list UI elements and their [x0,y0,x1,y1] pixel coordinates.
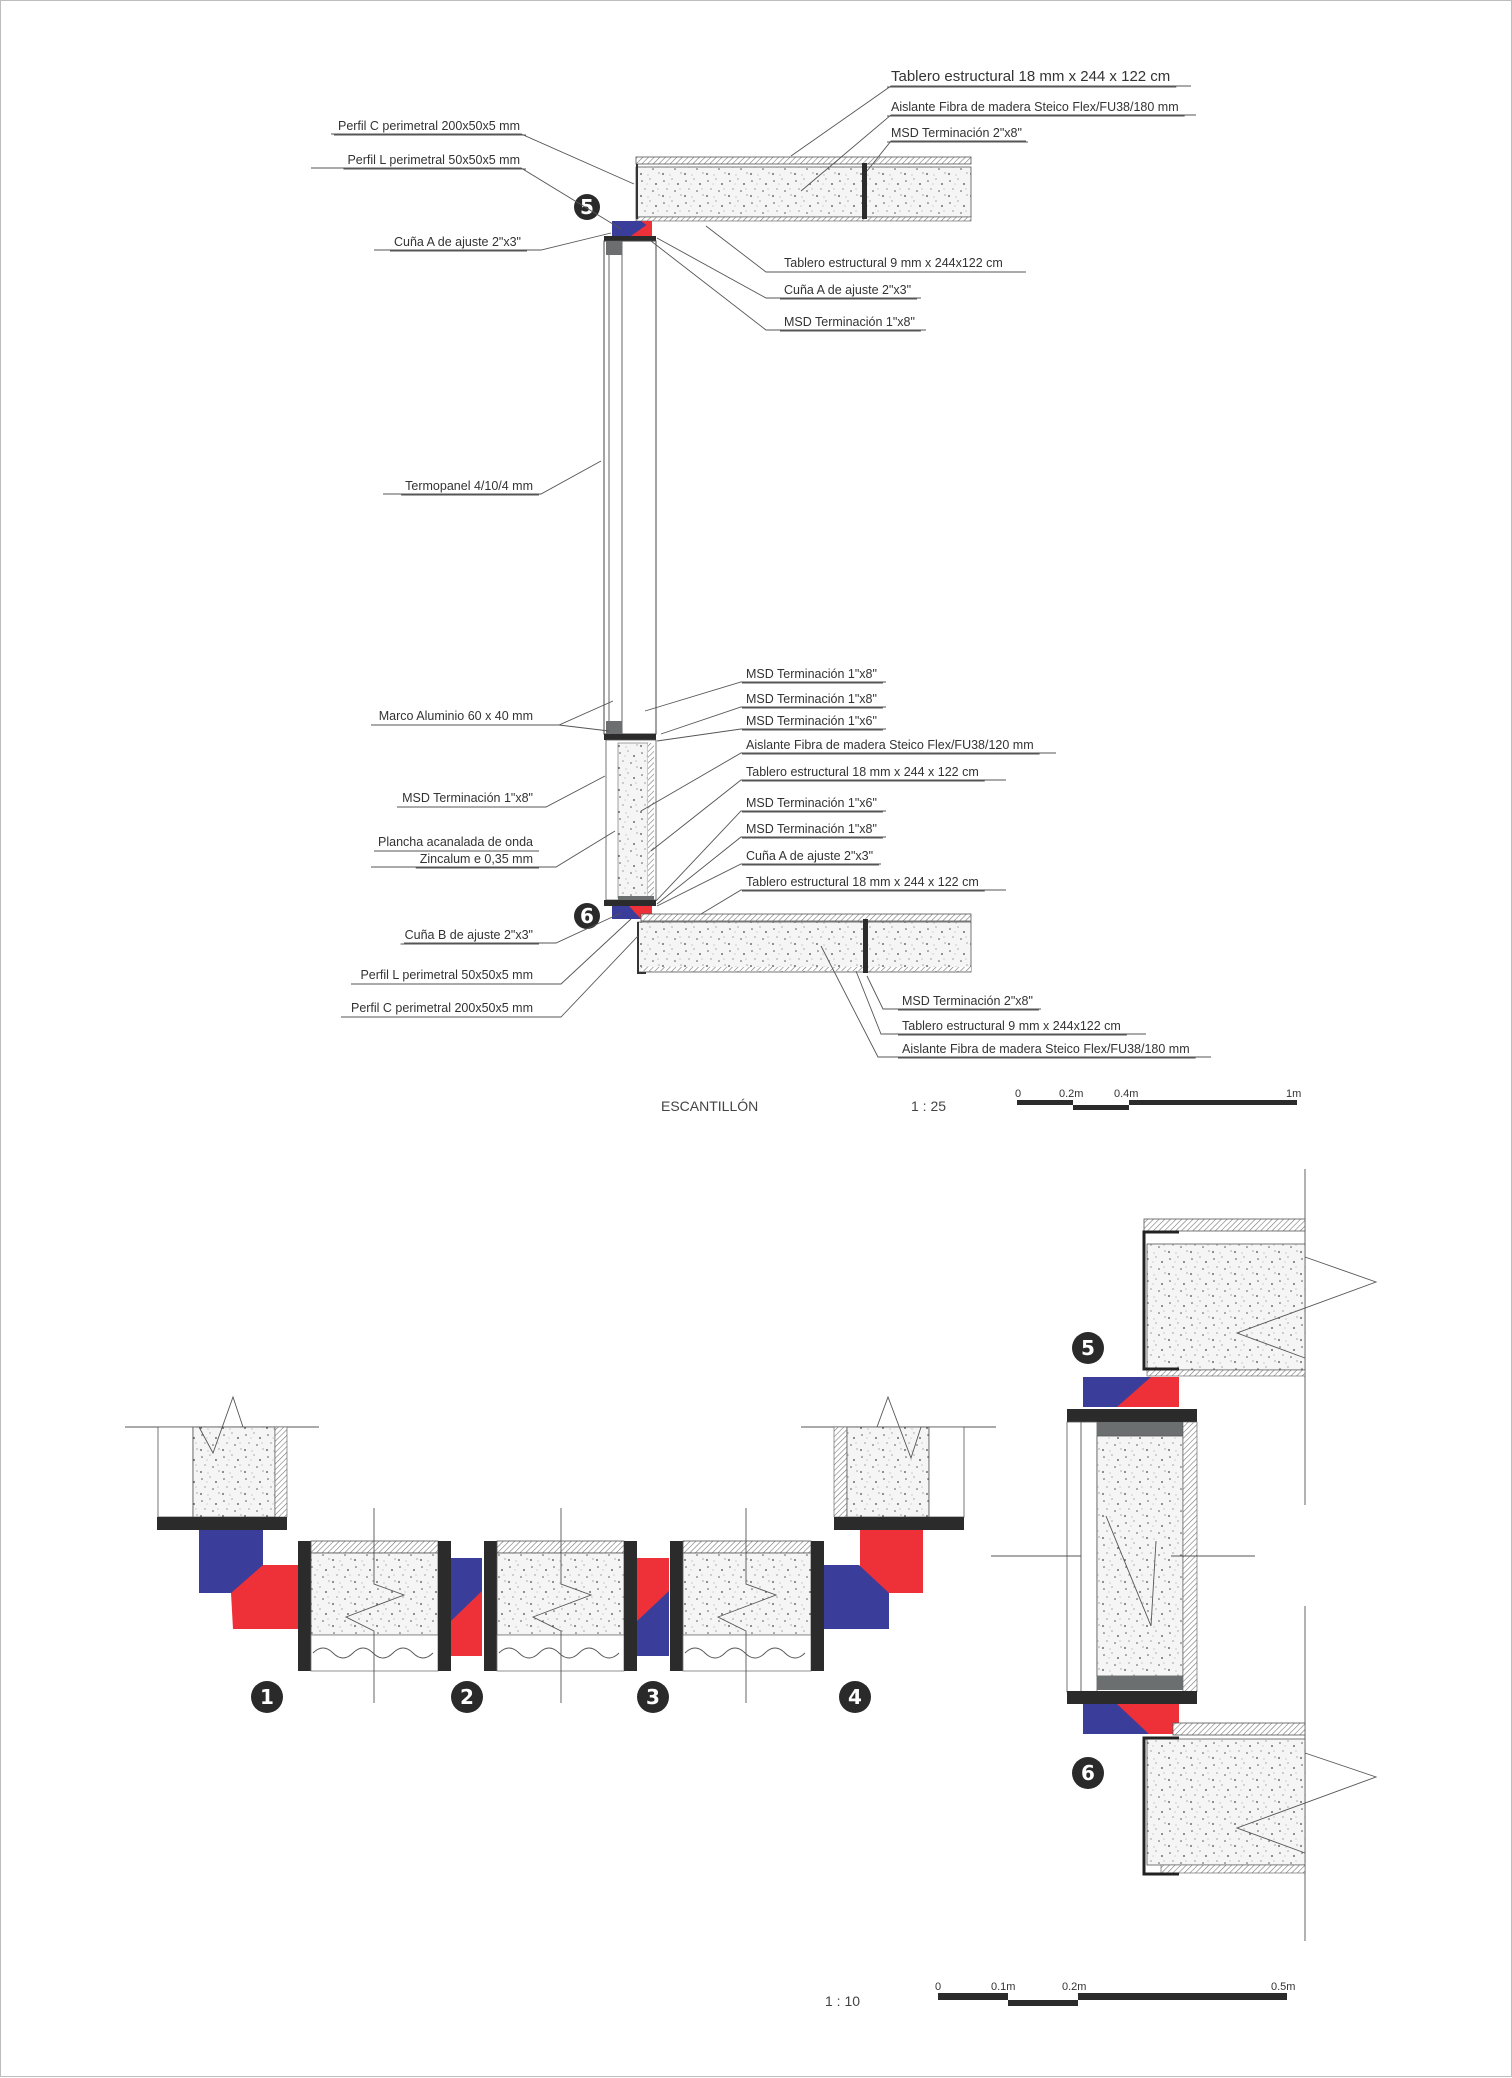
section-scale-bar: 0 0.2m 0.4m 1m [1015,1088,1301,1110]
plan-right-wall [801,1395,996,1629]
leaders-bottom-right [820,945,1211,1058]
vd-wall [991,1421,1255,1704]
window-frame [603,240,657,740]
label-plancha-2: Zincalum e 0,35 mm [420,852,533,866]
leaders-left [311,133,639,1018]
dscale-tick-1: 0.1m [991,1981,1015,1993]
svg-text:5: 5 [580,195,594,219]
section-drawing: 5 6 [311,68,1301,1114]
leaders-lower-mid [640,681,1056,915]
badge-1: 1 [251,1681,283,1713]
badge-6-section: 6 [574,903,600,929]
label-perfil-l-top: Perfil L perimetral 50x50x5 mm [347,153,520,167]
dscale-tick-2: 0.2m [1062,1981,1086,1993]
label-lm-4: Tablero estructural 18 mm x 244 x 122 cm [746,765,979,779]
label-tablero-9-top: Tablero estructural 9 mm x 244x122 cm [784,256,1003,270]
scale-tick-3: 1m [1286,1088,1301,1100]
scale-tick-1: 0.2m [1059,1088,1083,1100]
plan-joint-3 [637,1541,683,1671]
label-br-1: Tablero estructural 9 mm x 244x122 cm [902,1019,1121,1033]
label-perfil-c-bottom: Perfil C perimetral 200x50x5 mm [351,1001,533,1015]
badge-4: 4 [839,1681,871,1713]
label-lm-0: MSD Terminación 1"x8" [746,667,877,681]
vd-lower-slab [1142,1722,1378,1876]
dscale-tick-3: 0.5m [1271,1981,1295,1993]
section-labels-top-right: Tablero estructural 18 mm x 244 x 122 cm… [780,68,1185,332]
section-title: ESCANTILLÓN [661,1098,758,1114]
svg-text:6: 6 [1081,1761,1095,1785]
scale-tick-2: 0.4m [1114,1088,1138,1100]
plan-left-wall [125,1395,319,1671]
svg-text:6: 6 [580,904,594,928]
vd-wedge-6 [1083,1704,1179,1734]
label-msd-1x8-top: MSD Terminación 1"x8" [784,315,915,329]
vd-upper-slab [1142,1218,1378,1377]
label-plancha-1: Plancha acanalada de onda [378,835,533,849]
details-scale-bar: 0 0.1m 0.2m 0.5m [935,1981,1295,2006]
label-tablero-18-top: Tablero estructural 18 mm x 244 x 122 cm [891,68,1170,85]
label-perfil-l-bottom: Perfil L perimetral 50x50x5 mm [360,968,533,982]
section-labels-left: Perfil C perimetral 200x50x5 mm Perfil L… [333,119,540,1018]
label-msd-2x8-top: MSD Terminación 2"x8" [891,126,1022,140]
section-scale: 1 : 25 [911,1098,946,1114]
section-labels-lower-mid: MSD Terminación 1"x8" MSD Terminación 1"… [742,667,1040,892]
badge-2: 2 [451,1681,483,1713]
section-labels-bottom-right: MSD Terminación 2"x8" Tablero estructura… [898,994,1196,1059]
label-msd-left: MSD Terminación 1"x8" [402,791,533,805]
svg-text:5: 5 [1081,1336,1095,1360]
vd-wedge-5 [1067,1377,1197,1422]
label-lm-5: MSD Terminación 1"x6" [746,796,877,810]
label-lm-7: Cuña A de ajuste 2"x3" [746,849,873,863]
label-lm-3: Aislante Fibra de madera Steico Flex/FU3… [746,738,1034,752]
vertical-detail: 5 6 [991,1169,1378,1941]
dscale-tick-0: 0 [935,1981,941,1993]
label-aislante-180-top: Aislante Fibra de madera Steico Flex/FU3… [891,100,1179,114]
label-lm-2: MSD Terminación 1"x6" [746,714,877,728]
label-lm-8: Tablero estructural 18 mm x 244 x 122 cm [746,875,979,889]
label-lm-1: MSD Terminación 1"x8" [746,692,877,706]
badge-5-section: 5 [574,194,600,220]
label-perfil-c-top: Perfil C perimetral 200x50x5 mm [338,119,520,133]
plan-panel-a [310,1508,451,1703]
badge-3: 3 [637,1681,669,1713]
svg-text:3: 3 [646,1685,660,1709]
svg-text:2: 2 [460,1685,474,1709]
leaders-top-right [650,85,1196,331]
svg-text:1: 1 [260,1685,274,1709]
details-scale: 1 : 10 [825,1993,860,2009]
label-lm-6: MSD Terminación 1"x8" [746,822,877,836]
badge-6-detail: 6 [1072,1757,1104,1789]
label-termopanel: Termopanel 4/10/4 mm [405,479,533,493]
label-marco-aluminio: Marco Aluminio 60 x 40 mm [379,709,533,723]
wedge-a-top [604,221,656,241]
plan-panel-b [496,1508,637,1703]
label-br-2: Aislante Fibra de madera Steico Flex/FU3… [902,1042,1190,1056]
scale-tick-0: 0 [1015,1088,1021,1100]
label-cuna-a-right: Cuña A de ajuste 2"x3" [784,283,911,297]
label-br-0: MSD Terminación 2"x8" [902,994,1033,1008]
plan-details: 1 2 3 4 [125,1395,996,1713]
lower-wall-panel [604,739,657,906]
upper-floor-panel [635,156,972,222]
plan-joint-2 [451,1541,497,1671]
svg-text:4: 4 [848,1685,862,1709]
badge-5-detail: 5 [1072,1332,1104,1364]
lower-floor-panel [637,913,972,974]
plan-panel-c [682,1508,824,1703]
label-cuna-a-left: Cuña A de ajuste 2"x3" [394,235,521,249]
label-cuna-b: Cuña B de ajuste 2"x3" [405,928,533,942]
